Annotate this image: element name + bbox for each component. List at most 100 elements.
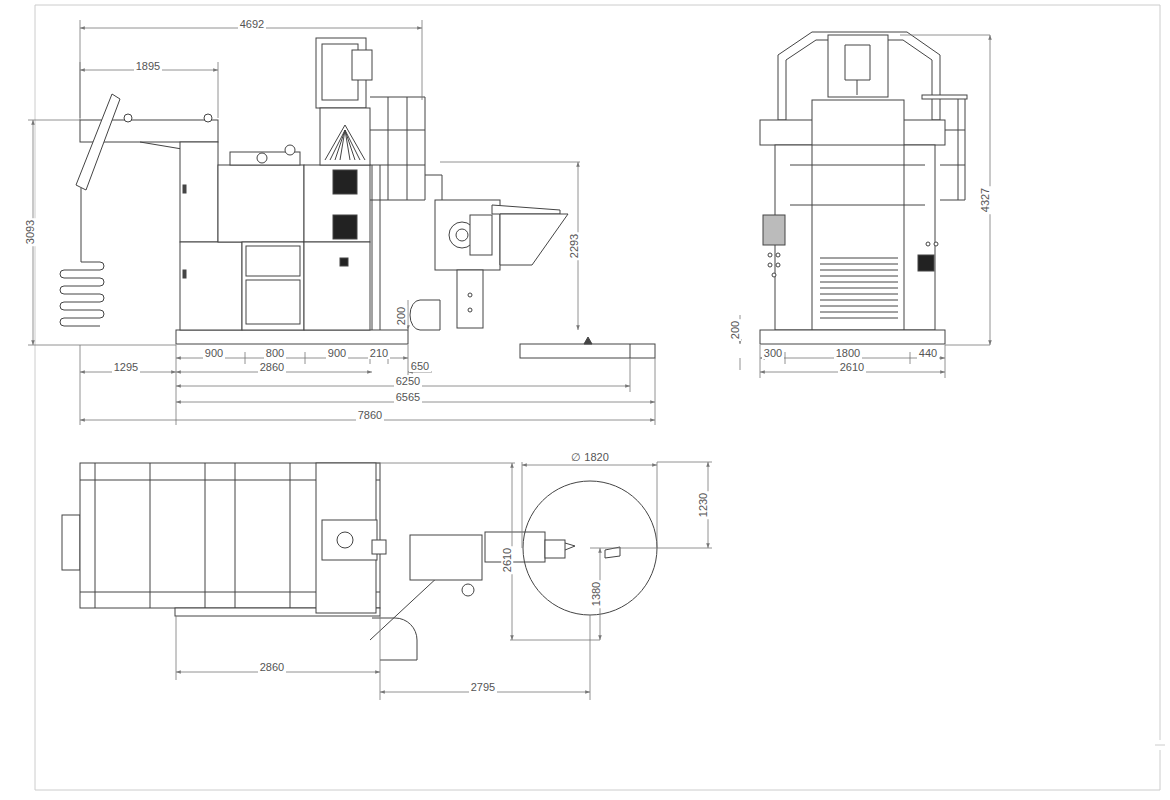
dimension-lines-part: [522, 465, 657, 466]
dimension-label: 2610: [838, 361, 866, 373]
side-view-part: [257, 153, 267, 163]
dimension-label: 1895: [134, 60, 162, 72]
top-view-part: [370, 575, 440, 640]
front-view-part: [922, 95, 967, 99]
side-view-part: [180, 142, 218, 242]
dimension-lines: [28, 20, 990, 700]
dimension-label: 2293: [568, 232, 580, 260]
front-view-part: [812, 100, 904, 330]
side-view-part: [180, 242, 242, 330]
dimension-label: 650: [409, 360, 431, 372]
dimension-label: 3093: [24, 218, 36, 246]
side-view-part: [410, 300, 440, 330]
dimension-label: 440: [917, 347, 939, 359]
side-view-part: [500, 214, 568, 265]
front-view-part: [776, 263, 780, 267]
top-view-part: [62, 515, 80, 570]
dimension-label: 6250: [394, 375, 422, 387]
side-view-part: [204, 114, 212, 122]
side-view-part: [333, 170, 357, 194]
dimension-label: 200: [395, 305, 407, 327]
top-view-part: [462, 584, 474, 596]
dimension-label: 800: [264, 347, 286, 359]
dimension-label: 1295: [112, 361, 140, 373]
top-view-part: [337, 532, 353, 548]
side-view-part: [183, 185, 186, 193]
dimension-label: 1230: [697, 491, 709, 519]
side-view-part: [285, 145, 295, 155]
front-view-part: [768, 263, 772, 267]
dimension-label: 1380: [590, 580, 602, 608]
side-view-part: [246, 280, 300, 324]
side-view-part: [218, 165, 304, 242]
side-view-part: [60, 262, 104, 326]
dimension-lines-part: [28, 20, 990, 345]
side-view-part: [76, 94, 120, 190]
dimension-lines-part: [740, 358, 741, 370]
side-view-part: [468, 293, 472, 297]
side-view-part: [352, 50, 372, 80]
dimension-label: ∅ 1820: [569, 451, 611, 463]
dimension-label: 4327: [979, 186, 991, 214]
side-view-part: [468, 308, 472, 312]
front-view-part: [763, 215, 785, 245]
sheet-border-part: [1155, 745, 1165, 746]
side-view-part: [242, 242, 304, 330]
side-view-part: [333, 215, 357, 239]
dimension-lines-part: [408, 300, 409, 330]
sheet-border-part: [35, 750, 1160, 790]
side-view-part: [425, 175, 442, 200]
side-view-part: [584, 337, 592, 344]
front-view-part: [934, 242, 938, 246]
side-view-part: [183, 270, 186, 278]
top-view-part: [605, 547, 620, 558]
front-view-part: [772, 273, 776, 277]
top-view-part: [372, 618, 417, 660]
front-view-part: [760, 330, 945, 344]
side-view-part: [457, 270, 483, 328]
dimension-label: 2610: [501, 546, 513, 574]
dimension-lines-part: [657, 462, 712, 463]
dimension-label: 1800: [834, 347, 862, 359]
dimension-label: 6565: [394, 391, 422, 403]
side-view-part: [304, 165, 370, 242]
dimension-label: 210: [368, 347, 390, 359]
dimension-label: 4692: [238, 18, 266, 30]
front-view-part: [940, 99, 965, 200]
front-view-part: [790, 145, 925, 205]
front-view-part: [918, 255, 934, 271]
side-view-part: [304, 242, 370, 330]
side-view-part: [370, 97, 425, 200]
side-view: [60, 38, 655, 358]
side-view-part: [325, 125, 365, 160]
front-view-part: [845, 45, 870, 95]
dimension-label: 2860: [258, 361, 286, 373]
side-view-part: [435, 200, 500, 270]
side-view-part: [456, 229, 468, 241]
dimension-label: 200: [729, 319, 741, 341]
top-view: [62, 463, 657, 660]
front-view-part: [926, 242, 930, 246]
dimension-label: 7860: [356, 409, 384, 421]
top-view-part: [565, 543, 575, 550]
front-view-part: [820, 258, 898, 318]
top-view-part: [545, 540, 565, 558]
dimension-label: 900: [326, 347, 348, 359]
side-view-part: [124, 114, 132, 122]
top-view-part: [316, 463, 376, 613]
side-view-part: [372, 165, 380, 330]
top-view-part: [372, 540, 386, 554]
sheet-border-part: [35, 5, 1160, 790]
front-view-part: [776, 253, 780, 257]
front-view-part: [828, 35, 888, 97]
dimension-label: 2860: [258, 661, 286, 673]
side-view-part: [340, 258, 348, 266]
sheet-border: [35, 5, 1165, 790]
dimension-lines-part: [176, 462, 712, 700]
top-view-part: [322, 520, 377, 560]
side-view-part: [176, 330, 408, 344]
dimension-label: 2795: [469, 681, 497, 693]
front-view-part: [768, 253, 772, 257]
